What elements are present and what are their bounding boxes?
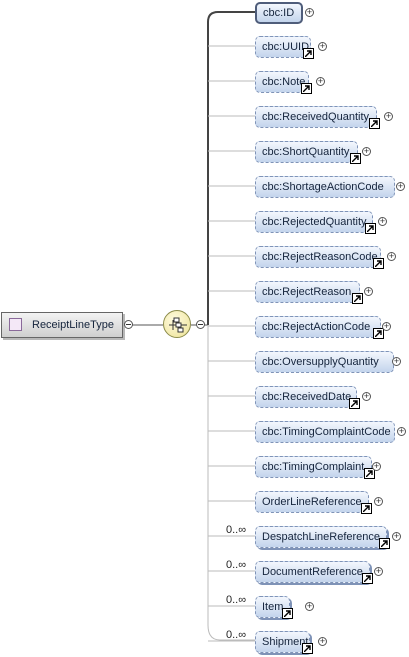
schema-element-label: cbc:RejectActionCode: [262, 321, 371, 333]
expand-icon[interactable]: [362, 392, 371, 401]
schema-element-shortage-action-code[interactable]: cbc:ShortageActionCode: [255, 176, 395, 198]
root-element-receiptlinetype[interactable]: ReceiptLineType: [1, 312, 123, 338]
expand-icon[interactable]: [374, 497, 383, 506]
schema-element-label: cbc:OversupplyQuantity: [262, 356, 379, 368]
root-collapse-icon[interactable]: [124, 320, 133, 329]
schema-element-short-quantity[interactable]: cbc:ShortQuantity: [255, 141, 358, 163]
expand-icon[interactable]: [382, 322, 391, 331]
schema-element-label: Item: [262, 601, 284, 613]
reference-arrow-icon: [369, 118, 380, 129]
schema-element-label: DespatchLineReference: [262, 531, 381, 543]
reference-arrow-icon: [373, 328, 384, 339]
schema-element-label: cbc:ReceivedDate: [262, 391, 352, 403]
schema-element-label: OrderLineReference: [262, 496, 362, 508]
schema-element-received-date[interactable]: cbc:ReceivedDate: [255, 386, 357, 408]
reference-arrow-icon: [365, 223, 376, 234]
schema-element-reject-reason[interactable]: cbc:RejectReason: [255, 281, 360, 303]
schema-element-timing-complaint[interactable]: cbc:TimingComplaint: [255, 456, 372, 478]
expand-icon[interactable]: [305, 602, 314, 611]
schema-element-label: Shipment: [262, 636, 309, 648]
expand-icon[interactable]: [378, 217, 387, 226]
expand-icon[interactable]: [396, 182, 405, 191]
schema-element-label: cbc:TimingComplaint: [262, 461, 365, 473]
schema-element-label: cbc:ShortageActionCode: [262, 181, 384, 193]
schema-element-label: cbc:RejectReason: [262, 286, 352, 298]
expand-icon[interactable]: [318, 637, 327, 646]
schema-element-label: cbc:UUID: [262, 41, 310, 53]
schema-element-label: cbc:RejectReasonCode: [262, 251, 378, 263]
expand-icon[interactable]: [387, 252, 396, 261]
schema-element-oversupply-quantity[interactable]: cbc:OversupplyQuantity: [255, 351, 394, 373]
cardinality-label: 0..∞: [226, 559, 247, 571]
cardinality-label: 0..∞: [226, 594, 247, 606]
schema-element-note[interactable]: cbc:Note: [255, 71, 309, 93]
expand-icon[interactable]: [362, 147, 371, 156]
sequence-icon: [169, 317, 187, 333]
schema-element-document-reference[interactable]: DocumentReference: [255, 561, 370, 583]
schema-element-shipment[interactable]: Shipment: [255, 631, 310, 653]
expand-icon[interactable]: [397, 427, 406, 436]
schema-element-label: cbc:ReceivedQuantity: [262, 111, 369, 123]
reference-arrow-icon: [349, 398, 360, 409]
expand-icon[interactable]: [392, 532, 401, 541]
schema-element-label: cbc:TimingComplaintCode: [262, 426, 391, 438]
reference-arrow-icon: [361, 503, 372, 514]
sequence-compositor[interactable]: [163, 310, 191, 338]
schema-element-timing-complaint-code[interactable]: cbc:TimingComplaintCode: [255, 421, 395, 443]
schema-element-rejected-quantity[interactable]: cbc:RejectedQuantity: [255, 211, 373, 233]
expand-icon[interactable]: [318, 42, 327, 51]
reference-arrow-icon: [364, 468, 375, 479]
schema-element-label: cbc:ID: [263, 7, 295, 19]
expand-icon[interactable]: [316, 77, 325, 86]
schema-element-label: cbc:Note: [262, 76, 306, 88]
expand-icon[interactable]: [392, 357, 401, 366]
reference-arrow-icon: [302, 643, 313, 654]
schema-element-uuid[interactable]: cbc:UUID: [255, 36, 311, 58]
reference-arrow-icon: [282, 608, 293, 619]
cardinality-label: 0..∞: [226, 524, 247, 536]
complex-type-icon: [9, 318, 22, 331]
expand-icon[interactable]: [372, 462, 381, 471]
schema-element-received-quantity[interactable]: cbc:ReceivedQuantity: [255, 106, 377, 128]
schema-element-id[interactable]: cbc:ID: [255, 2, 303, 24]
schema-element-reject-reason-code[interactable]: cbc:RejectReasonCode: [255, 246, 381, 268]
expand-icon[interactable]: [305, 8, 314, 17]
reference-arrow-icon: [379, 538, 390, 549]
schema-element-despatch-line-reference[interactable]: DespatchLineReference: [255, 526, 387, 548]
expand-icon[interactable]: [374, 567, 383, 576]
schema-element-order-line-reference[interactable]: OrderLineReference: [255, 491, 369, 513]
schema-element-item[interactable]: Item: [255, 596, 290, 618]
schema-element-label: cbc:ShortQuantity: [262, 146, 350, 158]
reference-arrow-icon: [373, 258, 384, 269]
expand-icon[interactable]: [364, 287, 373, 296]
schema-element-label: cbc:RejectedQuantity: [262, 216, 367, 228]
cardinality-label: 0..∞: [226, 629, 247, 641]
schema-element-label: DocumentReference: [262, 566, 363, 578]
reference-arrow-icon: [352, 293, 363, 304]
compositor-collapse-icon[interactable]: [196, 320, 205, 329]
expand-icon[interactable]: [384, 112, 393, 121]
reference-arrow-icon: [362, 573, 373, 584]
root-element-label: ReceiptLineType: [32, 319, 114, 331]
reference-arrow-icon: [350, 153, 361, 164]
schema-element-reject-action-code[interactable]: cbc:RejectActionCode: [255, 316, 381, 338]
reference-arrow-icon: [301, 83, 312, 94]
reference-arrow-icon: [303, 48, 314, 59]
